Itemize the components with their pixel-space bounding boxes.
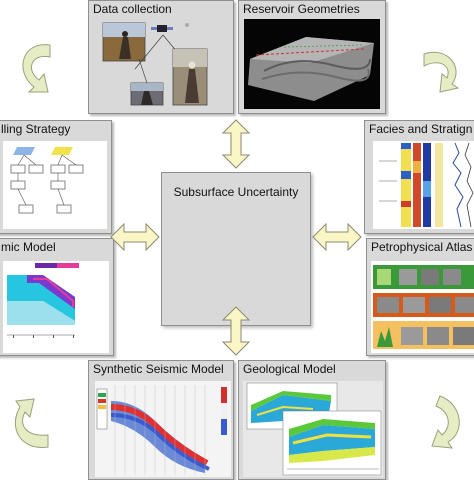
well-log-thumbnail — [373, 141, 474, 229]
panel-title: Geological Model — [243, 362, 336, 376]
panel-title: Data collection — [93, 2, 172, 16]
panel-reservoir-geometries: Reservoir Geometries — [238, 0, 386, 114]
panel-petrophysical-atlas: Petrophysical Atlas — [366, 238, 474, 356]
panel-title: lling Strategy — [1, 122, 71, 136]
double-arrow-left-icon — [110, 222, 160, 252]
panel-synthetic-seismic-model: Synthetic Seismic Model — [88, 360, 234, 480]
double-arrow-bottom-icon — [221, 306, 251, 356]
panel-title: Synthetic Seismic Model — [93, 362, 224, 376]
center-title: Subsurface Uncertainty — [173, 185, 299, 199]
panel-facies-stratigraphy: Facies and Stratign — [364, 120, 474, 234]
geological-model-thumbnail — [243, 381, 383, 477]
petrophysical-thumbnail — [371, 261, 474, 353]
panel-title: Facies and Stratign — [369, 122, 473, 136]
panel-data-collection: Data collection — [88, 0, 234, 114]
reservoir-3d-render — [244, 19, 380, 109]
panel-title: mic Model — [1, 240, 56, 254]
cycle-arrow-top-left-icon — [22, 44, 51, 93]
cycle-arrow-top-right-icon — [423, 51, 460, 93]
center-subsurface-uncertainty: Subsurface Uncertainty — [161, 172, 311, 326]
cycle-arrow-bottom-right-icon — [431, 395, 460, 449]
double-arrow-right-icon — [312, 222, 362, 252]
flowchart-thumbnail — [3, 141, 107, 229]
seismic-model-thumbnail — [3, 261, 109, 353]
panel-title: Reservoir Geometries — [243, 2, 360, 16]
panel-geological-model: Geological Model — [238, 360, 386, 480]
panel-drilling-strategy: lling Strategy — [0, 120, 112, 234]
cycle-arrow-bottom-left-icon — [14, 398, 49, 448]
panel-seismic-model: mic Model — [0, 238, 114, 356]
synthetic-seismic-thumbnail — [95, 381, 231, 477]
panel-title: Petrophysical Atlas — [371, 240, 473, 254]
field-photo-collage — [102, 22, 208, 106]
double-arrow-top-icon — [221, 119, 251, 169]
